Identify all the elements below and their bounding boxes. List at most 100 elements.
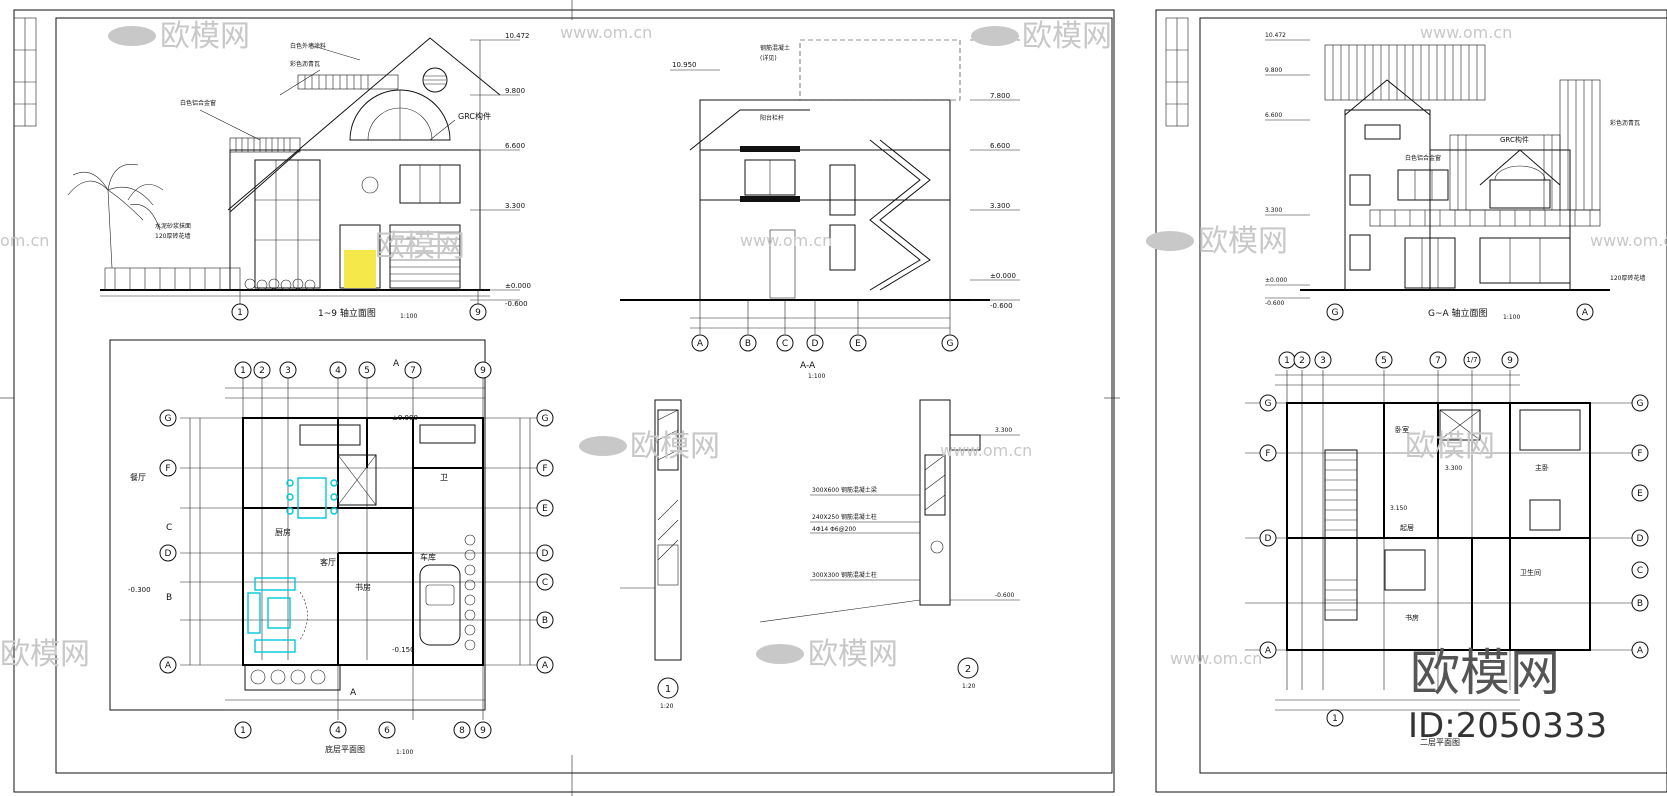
plan-top-axis-1 xyxy=(234,361,252,379)
section-axis-c-label: C xyxy=(782,339,788,349)
detail-2: 300X600 钢筋混凝土梁 240X250 钢筋混凝土柱 4Φ14 Φ6@20… xyxy=(759,399,1020,690)
plan-right-axis-d xyxy=(536,544,554,562)
upper-right-axis-g xyxy=(1631,394,1649,412)
front-level-4: 3.300 xyxy=(505,202,525,210)
front-note-6: 120厚砖花墙 xyxy=(155,232,190,240)
side-axis-left xyxy=(1326,303,1344,321)
room-label-kitchen: 厨房 xyxy=(275,527,291,537)
watermark-logo-icon xyxy=(108,26,1194,664)
plan-top-axis-3-label: 3 xyxy=(285,366,291,376)
section-mark-a-top: A xyxy=(393,359,400,369)
sheet-frame-left xyxy=(0,0,1120,796)
upper-right-axis-e xyxy=(1631,484,1649,502)
section-axis-c xyxy=(776,334,794,352)
section-mark-a-bottom: A xyxy=(350,688,357,698)
side-elevation: 10.472 9.800 6.600 3.300 ±0.000 -0.600 G… xyxy=(1265,32,1645,321)
upper-left-axis-d-label: D xyxy=(1265,534,1272,544)
plan-bottom-axis-1-label: 1 xyxy=(240,726,246,736)
upper-left-axis-f xyxy=(1259,444,1277,462)
watermark-url-5: www.om.cn xyxy=(940,441,1032,460)
section-mark-b: B xyxy=(166,593,172,603)
plan-top-axis-4 xyxy=(329,361,347,379)
watermark-brand-2: 欧模网 xyxy=(375,229,465,264)
plan-right-axis-a xyxy=(536,656,554,674)
plan-bottom-axis-4 xyxy=(329,721,347,739)
front-level-5: ±0.000 xyxy=(505,282,531,290)
section-note-3: 阳台栏杆 xyxy=(760,114,784,122)
plan-right-axis-g-label: G xyxy=(542,414,549,424)
ground-floor-plan: 餐厅 厨房 客厅 车库 书房 卫 -0.300 -0.150 ±0.000 A … xyxy=(109,339,554,756)
plan-left-axis-d-label: D xyxy=(165,549,172,559)
section-axis-e xyxy=(849,334,867,352)
upper-top-axis-2-label: 2 xyxy=(1299,356,1305,366)
front-note-5: 水泥砂浆抹面 xyxy=(155,222,191,230)
upper-left-axis-g-label: G xyxy=(1265,399,1272,409)
room-label-living: 客厅 xyxy=(320,557,336,567)
side-axis-right xyxy=(1576,303,1594,321)
side-elevation-title: G~A 轴立面图 xyxy=(1428,307,1488,319)
front-level-1: 10.472 xyxy=(505,32,530,40)
watermark-brand-large: 欧模网 xyxy=(1410,644,1560,702)
upper-bottom-axis-1-label: 1 xyxy=(1332,714,1338,724)
plan-top-axis-4-label: 4 xyxy=(335,366,341,376)
plan-right-axis-a-label: A xyxy=(542,661,549,671)
plan-right-axis-d-label: D xyxy=(542,549,549,559)
side-elevation-scale: 1:100 xyxy=(1503,314,1520,321)
side-note-4: 120厚砖花墙 xyxy=(1610,274,1645,282)
upper-top-axis-7-label: 7 xyxy=(1435,356,1441,366)
section-level-5: ±0.000 xyxy=(990,272,1016,280)
upper-plan-title: 二层平面图 xyxy=(1420,738,1460,747)
front-note-2: 彩色沥青瓦 xyxy=(290,60,320,68)
plan-left-axis-f xyxy=(159,459,177,477)
section-title: A-A xyxy=(800,361,816,371)
watermark-url-4: www.om.cn xyxy=(740,231,832,250)
watermark-brand-6: 欧模网 xyxy=(808,637,898,672)
upper-bottom-axis-1 xyxy=(1326,709,1344,727)
section-level-4: 3.300 xyxy=(990,202,1010,210)
watermark-brand-4: 欧模网 xyxy=(1022,19,1112,54)
ground-plan-title: 底层平面图 xyxy=(325,744,365,754)
detail-2-note-3: 4Φ14 Φ6@200 xyxy=(812,526,856,533)
plan-left-axis-f-label: F xyxy=(165,464,170,474)
side-level-6: -0.600 xyxy=(1265,300,1285,307)
section-level-1: 10.950 xyxy=(672,61,697,69)
upper-left-axis-f-label: F xyxy=(1265,449,1270,459)
upper-room-bath: 卫生间 xyxy=(1520,568,1541,577)
watermark-brand-5: 欧模网 xyxy=(1198,224,1288,259)
upper-right-axis-c-label: C xyxy=(1637,566,1643,576)
plan-bottom-axis-9 xyxy=(474,721,492,739)
side-level-4: 3.300 xyxy=(1265,207,1282,214)
section-axis-e-label: E xyxy=(855,339,861,349)
front-elevation-title: 1~9 轴立面图 xyxy=(318,307,376,319)
plan-left-axis-a xyxy=(159,656,177,674)
upper-top-axis-1-label: 1 xyxy=(1284,356,1290,366)
section-axis-d xyxy=(806,334,824,352)
detail-2-scale: 1:20 xyxy=(962,683,976,690)
upper-right-axis-f xyxy=(1631,444,1649,462)
upper-right-axis-f-label: F xyxy=(1637,449,1642,459)
sheet-frame-right xyxy=(1155,9,1667,793)
upper-left-axis-a-label: A xyxy=(1265,646,1272,656)
plan-right-axis-g xyxy=(536,409,554,427)
detail-1-label: 1 xyxy=(665,684,671,695)
plan-top-axis-5 xyxy=(358,361,376,379)
side-axis-left-label: G xyxy=(1332,308,1339,318)
plan-right-axis-f-label: F xyxy=(542,464,547,474)
front-axis-left xyxy=(231,303,249,321)
room-label-wc: 卫 xyxy=(440,473,448,482)
plan-left-axis-g-label: G xyxy=(165,414,172,424)
plan-left-axis-g xyxy=(159,409,177,427)
upper-top-axis-3-label: 3 xyxy=(1320,356,1326,366)
upper-floor-plan: 卧室 主卧 起居 卫生间 书房 3.300 3.150 1 2 3 5 7 1/… xyxy=(1245,351,1649,747)
plan-top-axis-9-label: 9 xyxy=(480,366,486,376)
detail-2-level-2: -0.600 xyxy=(995,592,1015,599)
watermark-url-2: www.om.cn xyxy=(1420,23,1512,42)
watermark-url-7: www.om.cn xyxy=(1170,649,1262,668)
plan-right-axis-b xyxy=(536,611,554,629)
plan-top-axis-7-label: 7 xyxy=(410,366,416,376)
upper-right-axis-b xyxy=(1631,594,1649,612)
side-note-1: GRC构件 xyxy=(1500,135,1529,144)
detail-2-bubble xyxy=(957,657,979,679)
section-axis-b xyxy=(739,334,757,352)
plan-bottom-axis-9-label: 9 xyxy=(480,726,486,736)
